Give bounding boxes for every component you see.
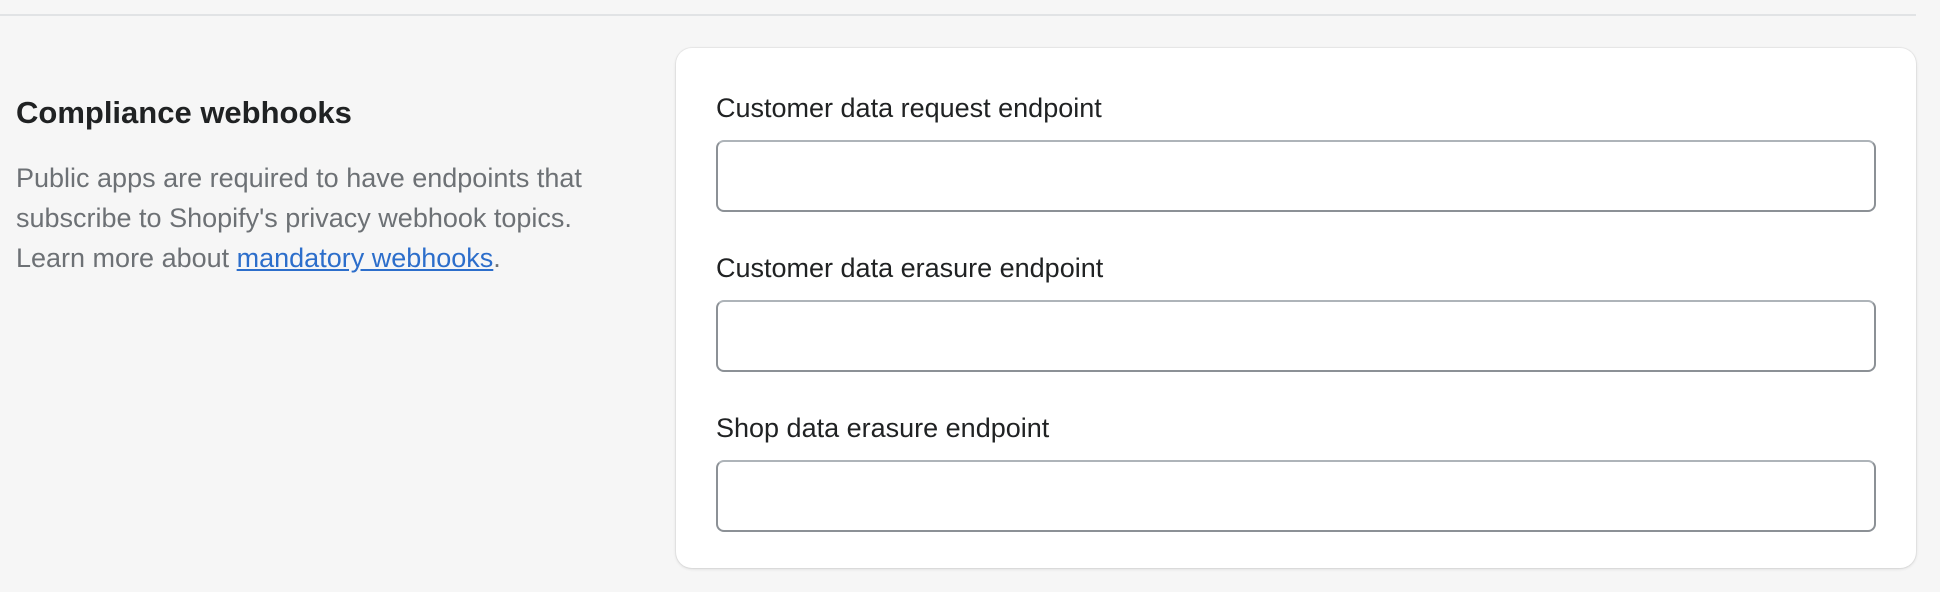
customer-data-erasure-label: Customer data erasure endpoint <box>716 253 1104 283</box>
webhooks-card: Customer data request endpoint Customer … <box>676 48 1916 568</box>
description-text: Public apps are required to have endpoin… <box>16 163 582 273</box>
shop-data-erasure-label: Shop data erasure endpoint <box>716 413 1050 443</box>
customer-data-erasure-field: Customer data erasure endpoint <box>716 248 1876 372</box>
shop-data-erasure-input[interactable] <box>716 460 1876 532</box>
mandatory-webhooks-link[interactable]: mandatory webhooks <box>236 243 494 273</box>
shop-data-erasure-field: Shop data erasure endpoint <box>716 408 1876 532</box>
customer-data-request-input[interactable] <box>716 140 1876 212</box>
customer-data-erasure-input[interactable] <box>716 300 1876 372</box>
customer-data-request-label: Customer data request endpoint <box>716 93 1102 123</box>
section-title: Compliance webhooks <box>16 95 352 130</box>
section-divider <box>0 14 1916 16</box>
section-info: Compliance webhooks Public apps are requ… <box>16 88 606 278</box>
customer-data-request-field: Customer data request endpoint <box>716 88 1876 212</box>
description-suffix: . <box>493 243 501 273</box>
section-description: Public apps are required to have endpoin… <box>16 158 606 278</box>
